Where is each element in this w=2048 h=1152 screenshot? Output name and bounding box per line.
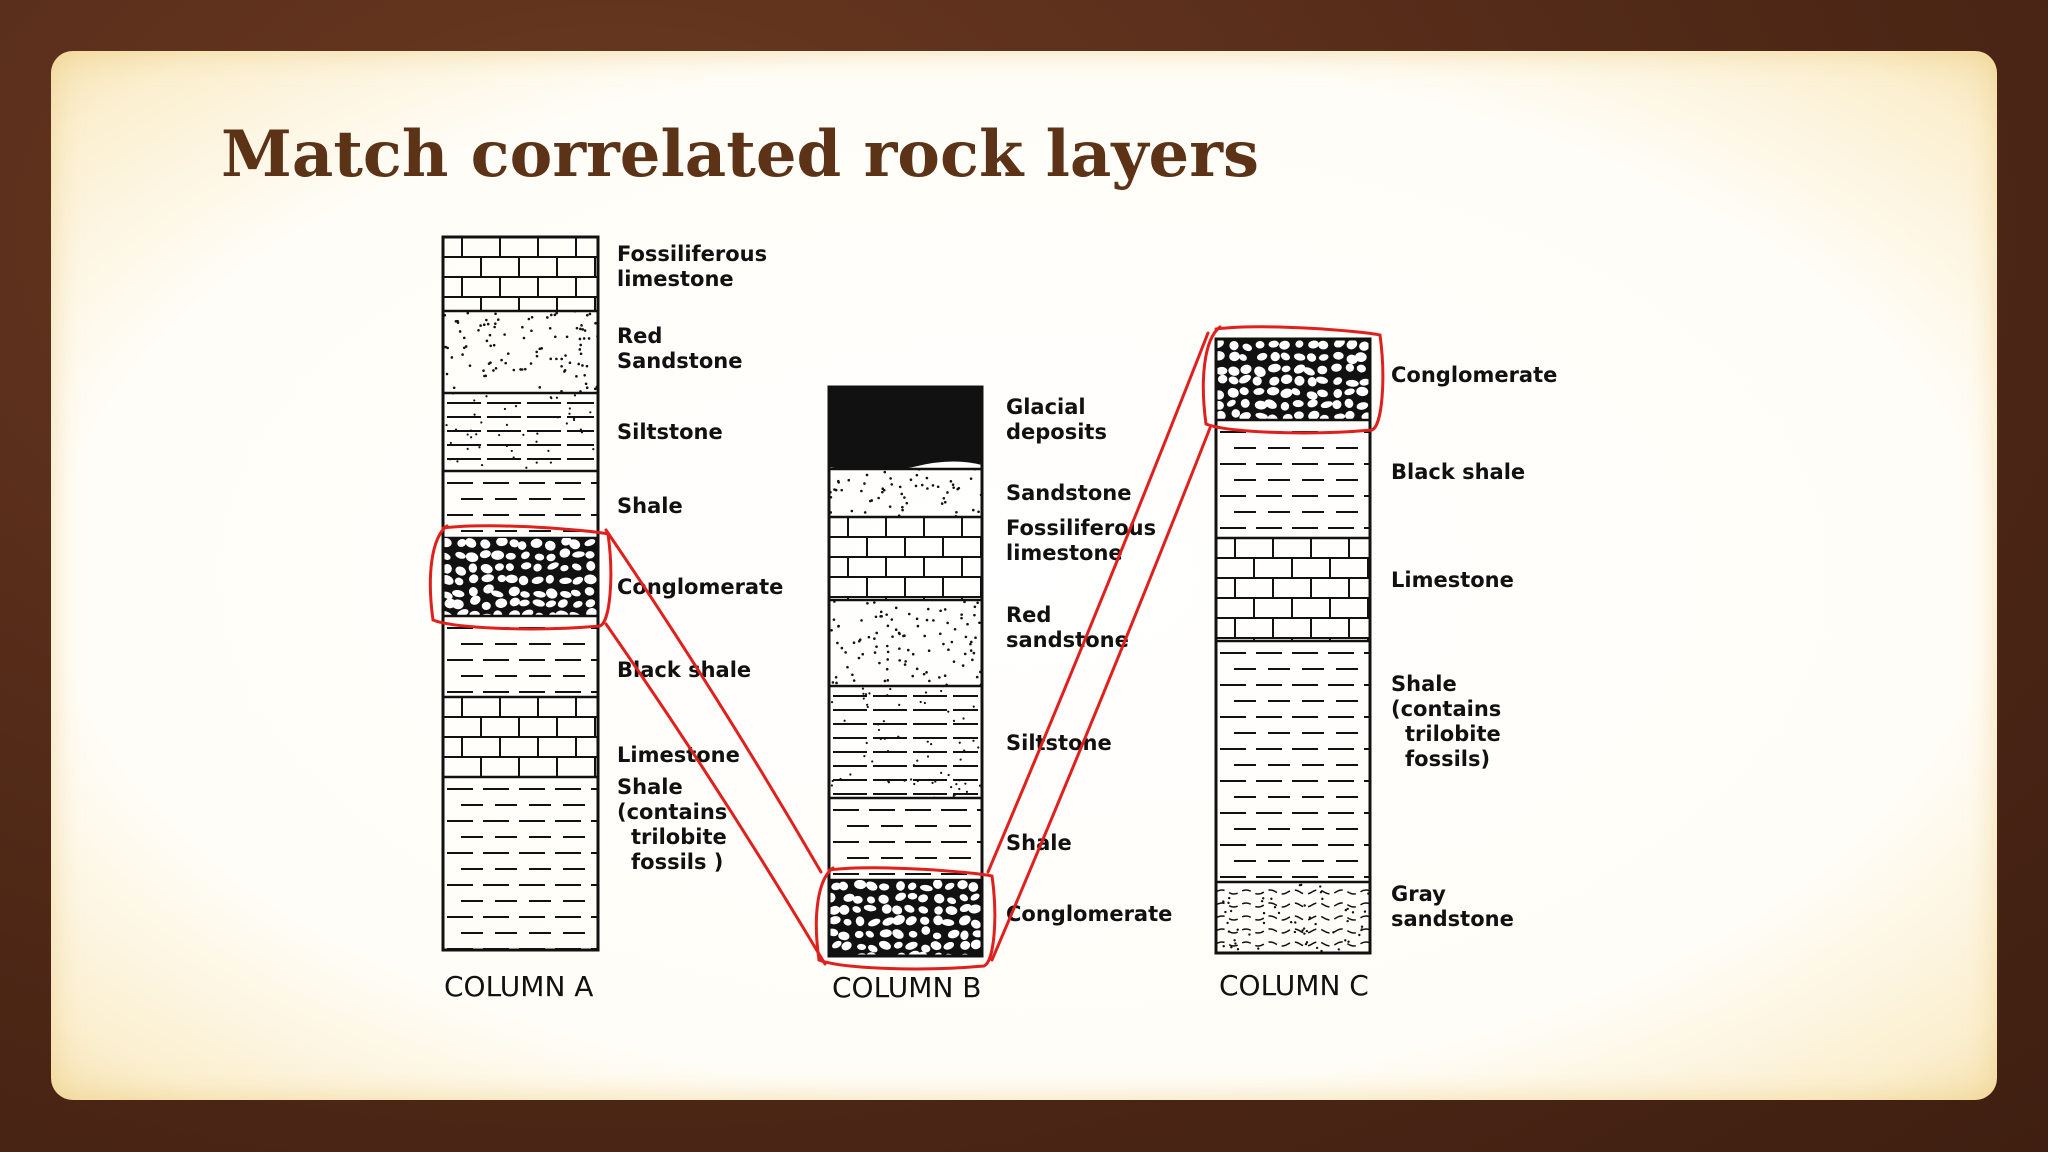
correlation-line bbox=[604, 622, 827, 966]
layer-label: Sandstone bbox=[1006, 481, 1131, 505]
rock-layer-conglomerate: Conglomerate bbox=[829, 880, 1172, 958]
red-circle-mark bbox=[814, 866, 997, 971]
slide: Match correlated rock layers Fossilifero… bbox=[51, 51, 1997, 1100]
layer-label: Conglomerate bbox=[617, 575, 783, 599]
column-label: COLUMN B bbox=[832, 971, 982, 1004]
red-circle-mark bbox=[428, 524, 613, 631]
correlation-line bbox=[604, 528, 823, 874]
rock-layer-conglomerate: Conglomerate bbox=[1216, 339, 1557, 422]
column-label: COLUMN A bbox=[444, 970, 593, 1003]
rock-layer-limestone: Limestone bbox=[1216, 538, 1514, 643]
layer-label: Limestone bbox=[1391, 568, 1514, 592]
correlation-line bbox=[986, 331, 1210, 874]
rock-layer-sandstone: Sandstone bbox=[829, 469, 1131, 519]
rock-layer-black-shale: Black shale bbox=[1216, 431, 1525, 540]
rock-layer-limestone: Limestone bbox=[443, 697, 740, 779]
layer-label: Black shale bbox=[1391, 460, 1525, 484]
layer-label: Siltstone bbox=[617, 420, 723, 444]
layer-label: Conglomerate bbox=[1391, 363, 1557, 387]
slide-title: Match correlated rock layers bbox=[221, 117, 1259, 192]
rock-layer-conglomerate: Conglomerate bbox=[443, 538, 783, 618]
column-label: COLUMN C bbox=[1219, 969, 1369, 1002]
red-circle-mark bbox=[1201, 325, 1385, 435]
rock-layer-siltstone: Siltstone bbox=[829, 686, 1112, 800]
correlation-line bbox=[990, 426, 1212, 962]
layer-label: Shale bbox=[617, 494, 683, 518]
layer-label: Conglomerate bbox=[1006, 902, 1172, 926]
rock-layer-shale: Shale bbox=[829, 809, 1072, 882]
rock-layer-siltstone: Siltstone bbox=[443, 393, 723, 473]
layer-label: Siltstone bbox=[1006, 731, 1112, 755]
layer-label: Limestone bbox=[617, 743, 740, 767]
correlation-annotations bbox=[428, 325, 1385, 971]
